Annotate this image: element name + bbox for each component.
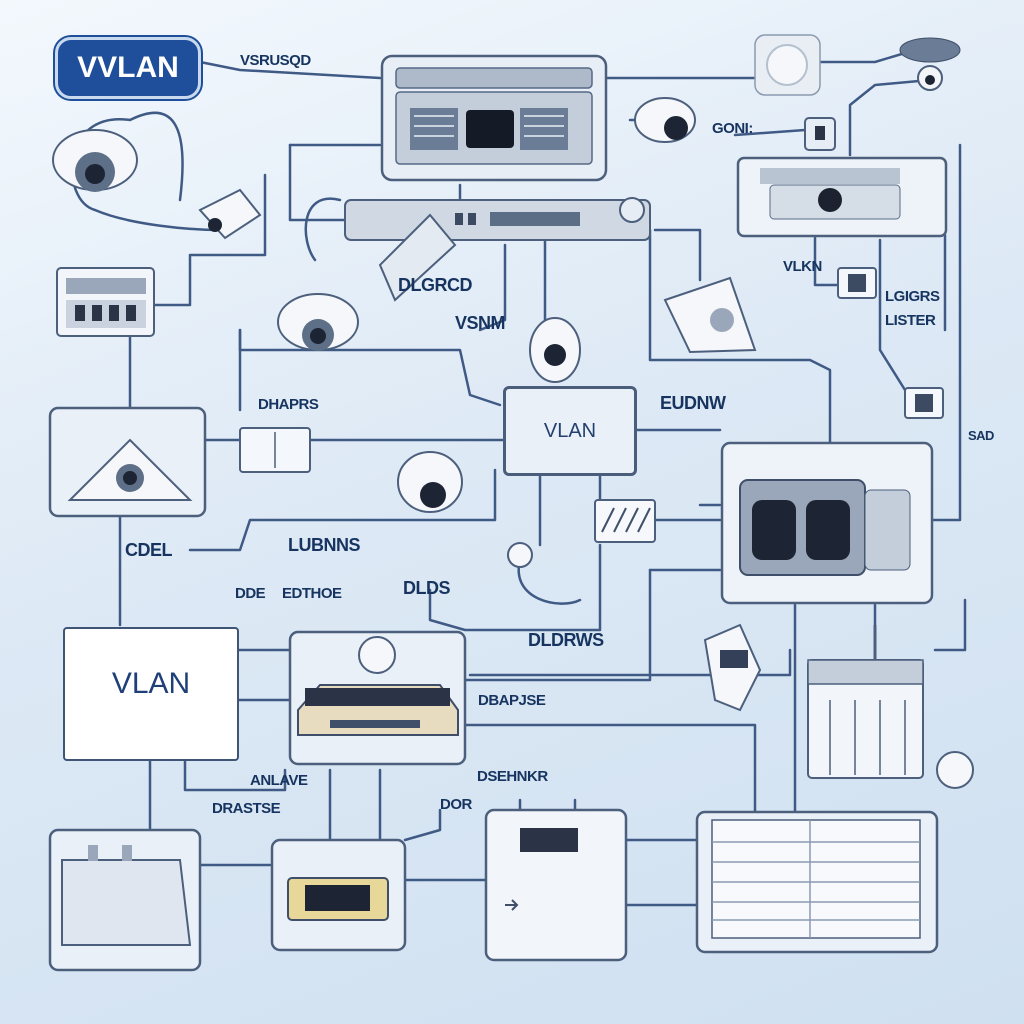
wire <box>648 228 832 447</box>
vlan-badge: VVLAN <box>55 37 201 99</box>
vlan-card: VLAN <box>63 627 239 761</box>
bullet-camera-icon <box>198 188 262 240</box>
top-caption: VSRUSQD <box>240 52 311 69</box>
vlan-card-title: VLAN <box>111 667 191 700</box>
router-icon <box>270 838 407 952</box>
server-rack-icon <box>807 625 974 789</box>
router-icon <box>507 542 533 568</box>
wire <box>238 328 502 407</box>
wire <box>128 111 184 202</box>
wire <box>183 755 287 792</box>
dsehnkr-label: DSEHNKR <box>477 768 548 785</box>
wire <box>478 243 507 332</box>
wire <box>403 808 442 842</box>
vlkn-label: VLKN <box>783 258 822 275</box>
dlds-label: DLDS <box>403 578 451 598</box>
sad-label: SAD <box>968 428 994 443</box>
ceiling-camera-icon <box>899 37 961 91</box>
bullet-camera-icon <box>634 97 696 143</box>
patch-panel-icon <box>837 267 944 419</box>
dbapjse-label: DBAPJSE <box>478 692 546 709</box>
wire <box>813 236 842 287</box>
anlave-label: ANLAVE <box>250 772 308 789</box>
wire <box>518 798 577 812</box>
wire <box>304 197 342 262</box>
dhaprs-label: DHAPRS <box>258 396 319 413</box>
vsnm-label: VSNM <box>455 313 506 333</box>
cdel-label: CDEL <box>125 540 173 560</box>
lister-label: LISTER <box>885 312 936 329</box>
dome-camera-icon <box>754 34 821 96</box>
dome-camera-icon <box>397 451 463 513</box>
wire <box>198 60 382 80</box>
edthoe-label: EDTHOE <box>282 585 342 602</box>
bullet-camera-icon <box>703 623 762 712</box>
nvr-recorder-icon <box>484 808 628 962</box>
eudnw-label: EUDNW <box>660 393 726 413</box>
wire <box>463 568 652 682</box>
lubnns-label: LUBNNS <box>288 535 361 555</box>
dldrws-label: DLDRWS <box>528 630 604 650</box>
lgvs-label: LGIGRS <box>885 288 940 305</box>
bullet-camera-icon <box>663 276 757 354</box>
dome-camera-icon <box>52 129 138 192</box>
dome-camera-icon <box>48 406 207 518</box>
wire <box>733 128 807 137</box>
wire <box>463 723 757 817</box>
center-vlan-box: VLAN <box>503 386 637 476</box>
wire <box>653 228 702 282</box>
network-switch-icon <box>288 630 467 766</box>
bullet-camera-icon <box>378 213 457 302</box>
wire <box>428 543 602 632</box>
wire <box>848 78 932 157</box>
patch-panel-icon <box>239 427 311 473</box>
wire <box>153 173 267 307</box>
router-icon <box>736 117 948 238</box>
wire <box>468 648 792 677</box>
dome-camera-icon <box>277 293 359 351</box>
power-supply-icon <box>48 828 202 972</box>
patch-panel-icon <box>594 499 656 543</box>
wire <box>878 238 907 392</box>
wire <box>928 143 962 522</box>
dlgro-label: DLGRCD <box>398 275 473 295</box>
server-rack-icon <box>380 54 608 182</box>
dome-camera-icon <box>529 317 581 383</box>
vlan-badge-text: VVLAN <box>77 51 179 84</box>
wire <box>188 468 497 552</box>
dor-label: DOR <box>440 796 472 813</box>
drastse-label: DRASTSE <box>212 800 281 817</box>
wire <box>288 143 347 222</box>
patch-panel-icon <box>56 267 155 337</box>
dde-label: DDE <box>235 585 266 602</box>
network-switch-icon <box>344 197 651 241</box>
nvr-recorder-icon <box>720 441 934 605</box>
wire <box>517 558 582 605</box>
wire <box>933 598 967 652</box>
center-vlan-text: VLAN <box>543 420 597 442</box>
gon-label: GONI: <box>712 120 753 137</box>
display-monitor-icon <box>695 810 939 954</box>
